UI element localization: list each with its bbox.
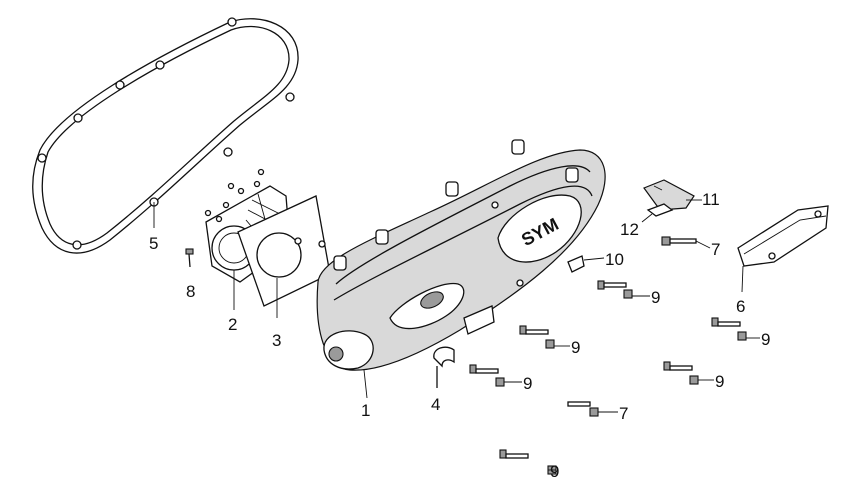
label-part-9-f: 9 [550,462,559,481]
crankcase-cover-part-1: SYM [316,139,606,371]
clamp-part-11 [643,179,695,211]
label-part-11: 11 [702,190,720,209]
label-part-8: 8 [186,282,195,301]
bolt-part-9-f [499,449,557,475]
bolt-part-9-c [519,325,555,349]
label-part-9-b: 9 [761,330,770,349]
pad-part-12 [646,203,674,217]
bolt-part-9-b [711,317,747,341]
label-part-2: 2 [228,315,237,334]
bolt-part-7-upper [661,236,697,246]
label-part-12: 12 [620,220,639,239]
label-part-9-c: 9 [571,338,580,357]
screw-part-8 [185,248,194,268]
part-labels: 5 8 2 3 1 4 10 11 12 7 6 9 9 9 9 9 7 9 [149,190,770,481]
bracket-part-10 [567,255,585,273]
label-part-3: 3 [272,331,281,350]
label-part-5: 5 [149,234,158,253]
clip-part-4 [433,346,455,388]
label-part-4: 4 [431,395,440,414]
label-part-10: 10 [605,250,624,269]
bolt-part-7-lower [567,401,599,417]
label-part-6: 6 [736,297,745,316]
label-part-1: 1 [361,401,370,420]
leader-lines [153,199,760,471]
label-part-9-a: 9 [651,288,660,307]
label-part-9-d: 9 [715,372,724,391]
label-part-7-lower: 7 [619,404,628,423]
bolt-part-9-a [597,280,633,299]
bracket-part-6 [737,205,829,267]
plate-part-3 [237,195,331,307]
label-part-7-upper: 7 [711,240,720,259]
label-part-9-e: 9 [523,374,532,393]
bolt-part-9-e [469,364,505,387]
bolt-part-9-d [663,361,699,385]
gasket-part-5 [32,17,299,254]
